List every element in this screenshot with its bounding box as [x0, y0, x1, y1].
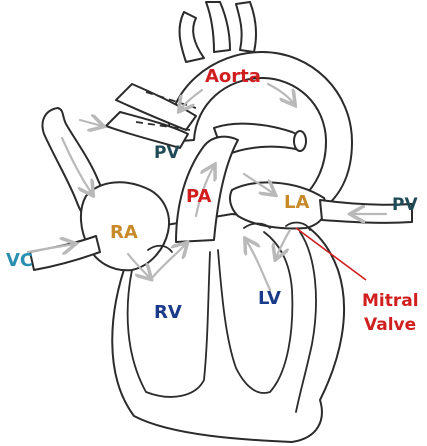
label-aorta: Aorta [205, 66, 261, 87]
label-la: LA [284, 192, 309, 213]
label-mitral-line2: Valve [364, 315, 416, 335]
label-vc: VC [6, 250, 33, 271]
label-pv-right: PV [392, 195, 418, 215]
label-pa: PA [186, 186, 212, 207]
label-mitral-line1: Mitral [362, 291, 419, 311]
pa-branch-end [294, 131, 306, 151]
aorta-left-branch [180, 12, 204, 62]
aorta-middle-branch [206, 2, 230, 52]
label-pv-upper: PV [154, 143, 180, 163]
label-lv: LV [258, 288, 281, 309]
label-ra: RA [110, 222, 138, 243]
vena-cava-lower [30, 236, 100, 270]
aorta-right-branch [236, 2, 256, 52]
arrow-pv-in [80, 120, 102, 126]
arrow-aorta-right [268, 84, 294, 104]
label-rv: RV [154, 302, 182, 323]
